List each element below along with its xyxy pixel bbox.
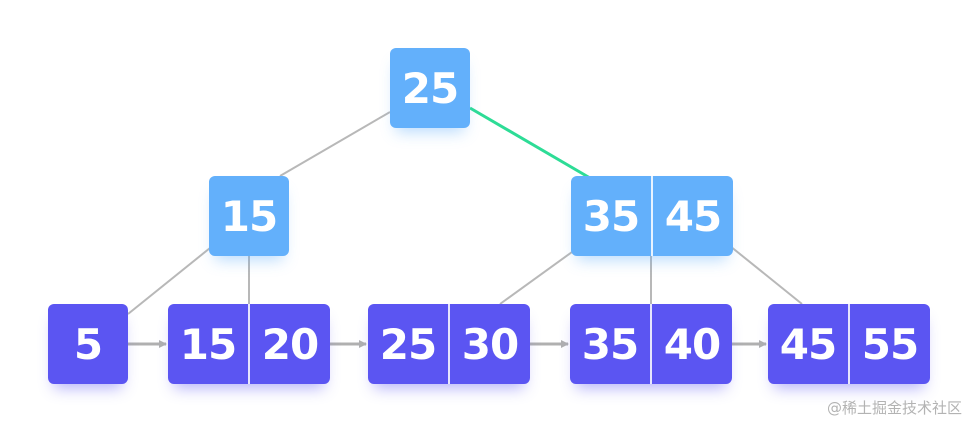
leaf-node-25-30: 25 30 bbox=[368, 304, 530, 384]
leaf-node-15-20: 15 20 bbox=[168, 304, 330, 384]
internal-node-15: 15 bbox=[209, 176, 289, 256]
edge-35-45-leaf-45-55 bbox=[729, 245, 803, 305]
edge-root-right-highlight bbox=[469, 106, 591, 180]
root-node: 25 bbox=[390, 48, 470, 128]
node-key: 45 bbox=[779, 319, 837, 369]
node-key: 15 bbox=[179, 319, 237, 369]
node-key: 25 bbox=[401, 63, 459, 113]
node-key: 45 bbox=[651, 176, 733, 256]
node-key: 25 bbox=[379, 319, 437, 369]
edge-35-45-leaf-25-30 bbox=[499, 251, 573, 305]
node-key: 30 bbox=[448, 304, 530, 384]
node-key: 35 bbox=[582, 191, 640, 241]
node-key: 40 bbox=[650, 304, 732, 384]
watermark: @稀土掘金技术社区 bbox=[826, 399, 962, 417]
node-key: 5 bbox=[73, 319, 103, 369]
node-key: 20 bbox=[248, 304, 330, 384]
internal-node-35-45: 35 45 bbox=[571, 176, 733, 256]
node-key: 35 bbox=[581, 319, 639, 369]
leaf-node-35-40: 35 40 bbox=[570, 304, 732, 384]
leaf-node-45-55: 45 55 bbox=[768, 304, 930, 384]
leaf-node-5: 5 bbox=[48, 304, 128, 384]
edge-root-left bbox=[279, 111, 391, 177]
node-key: 55 bbox=[848, 304, 930, 384]
edge-15-leaf-5 bbox=[127, 247, 211, 315]
node-key: 15 bbox=[220, 191, 278, 241]
